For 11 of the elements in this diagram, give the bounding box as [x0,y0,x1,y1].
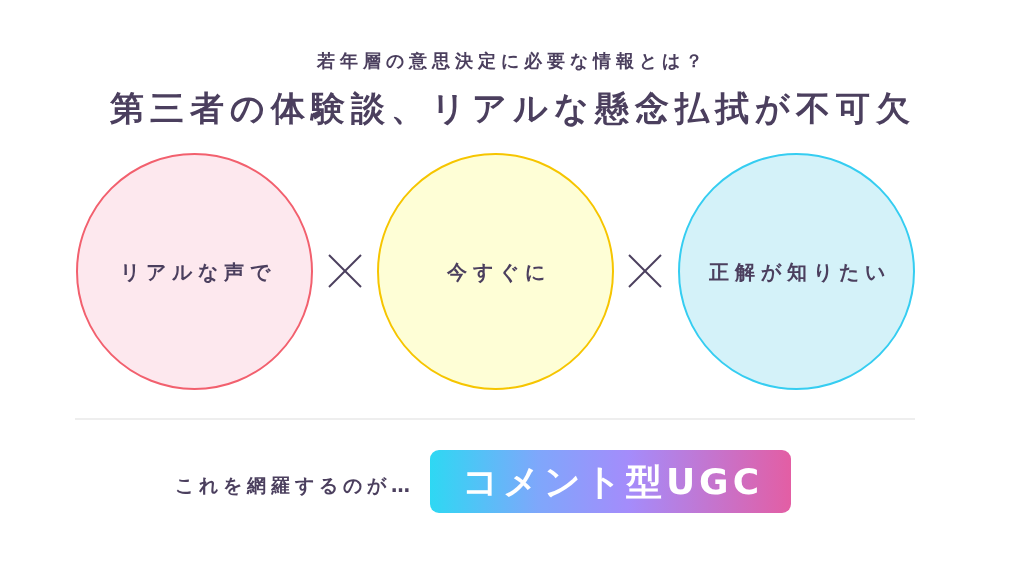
circle-text: 正解が知りたい [707,258,891,286]
topic-circle [377,153,614,390]
title: 第三者の体験談、リアルな懸念払拭が不可欠 [109,87,916,130]
subtitle: 若年層の意思決定に必要な情報とは？ [316,48,708,73]
circle-text: リアルな声で [118,258,276,286]
banner-text: コメント型UGC [460,459,764,504]
topic-circle [678,153,915,390]
lead-in-text: これを網羅するのが… [175,472,415,498]
highlight-banner [430,450,791,513]
topic-circle [76,153,313,390]
circle-text: 今すぐに [445,258,551,286]
